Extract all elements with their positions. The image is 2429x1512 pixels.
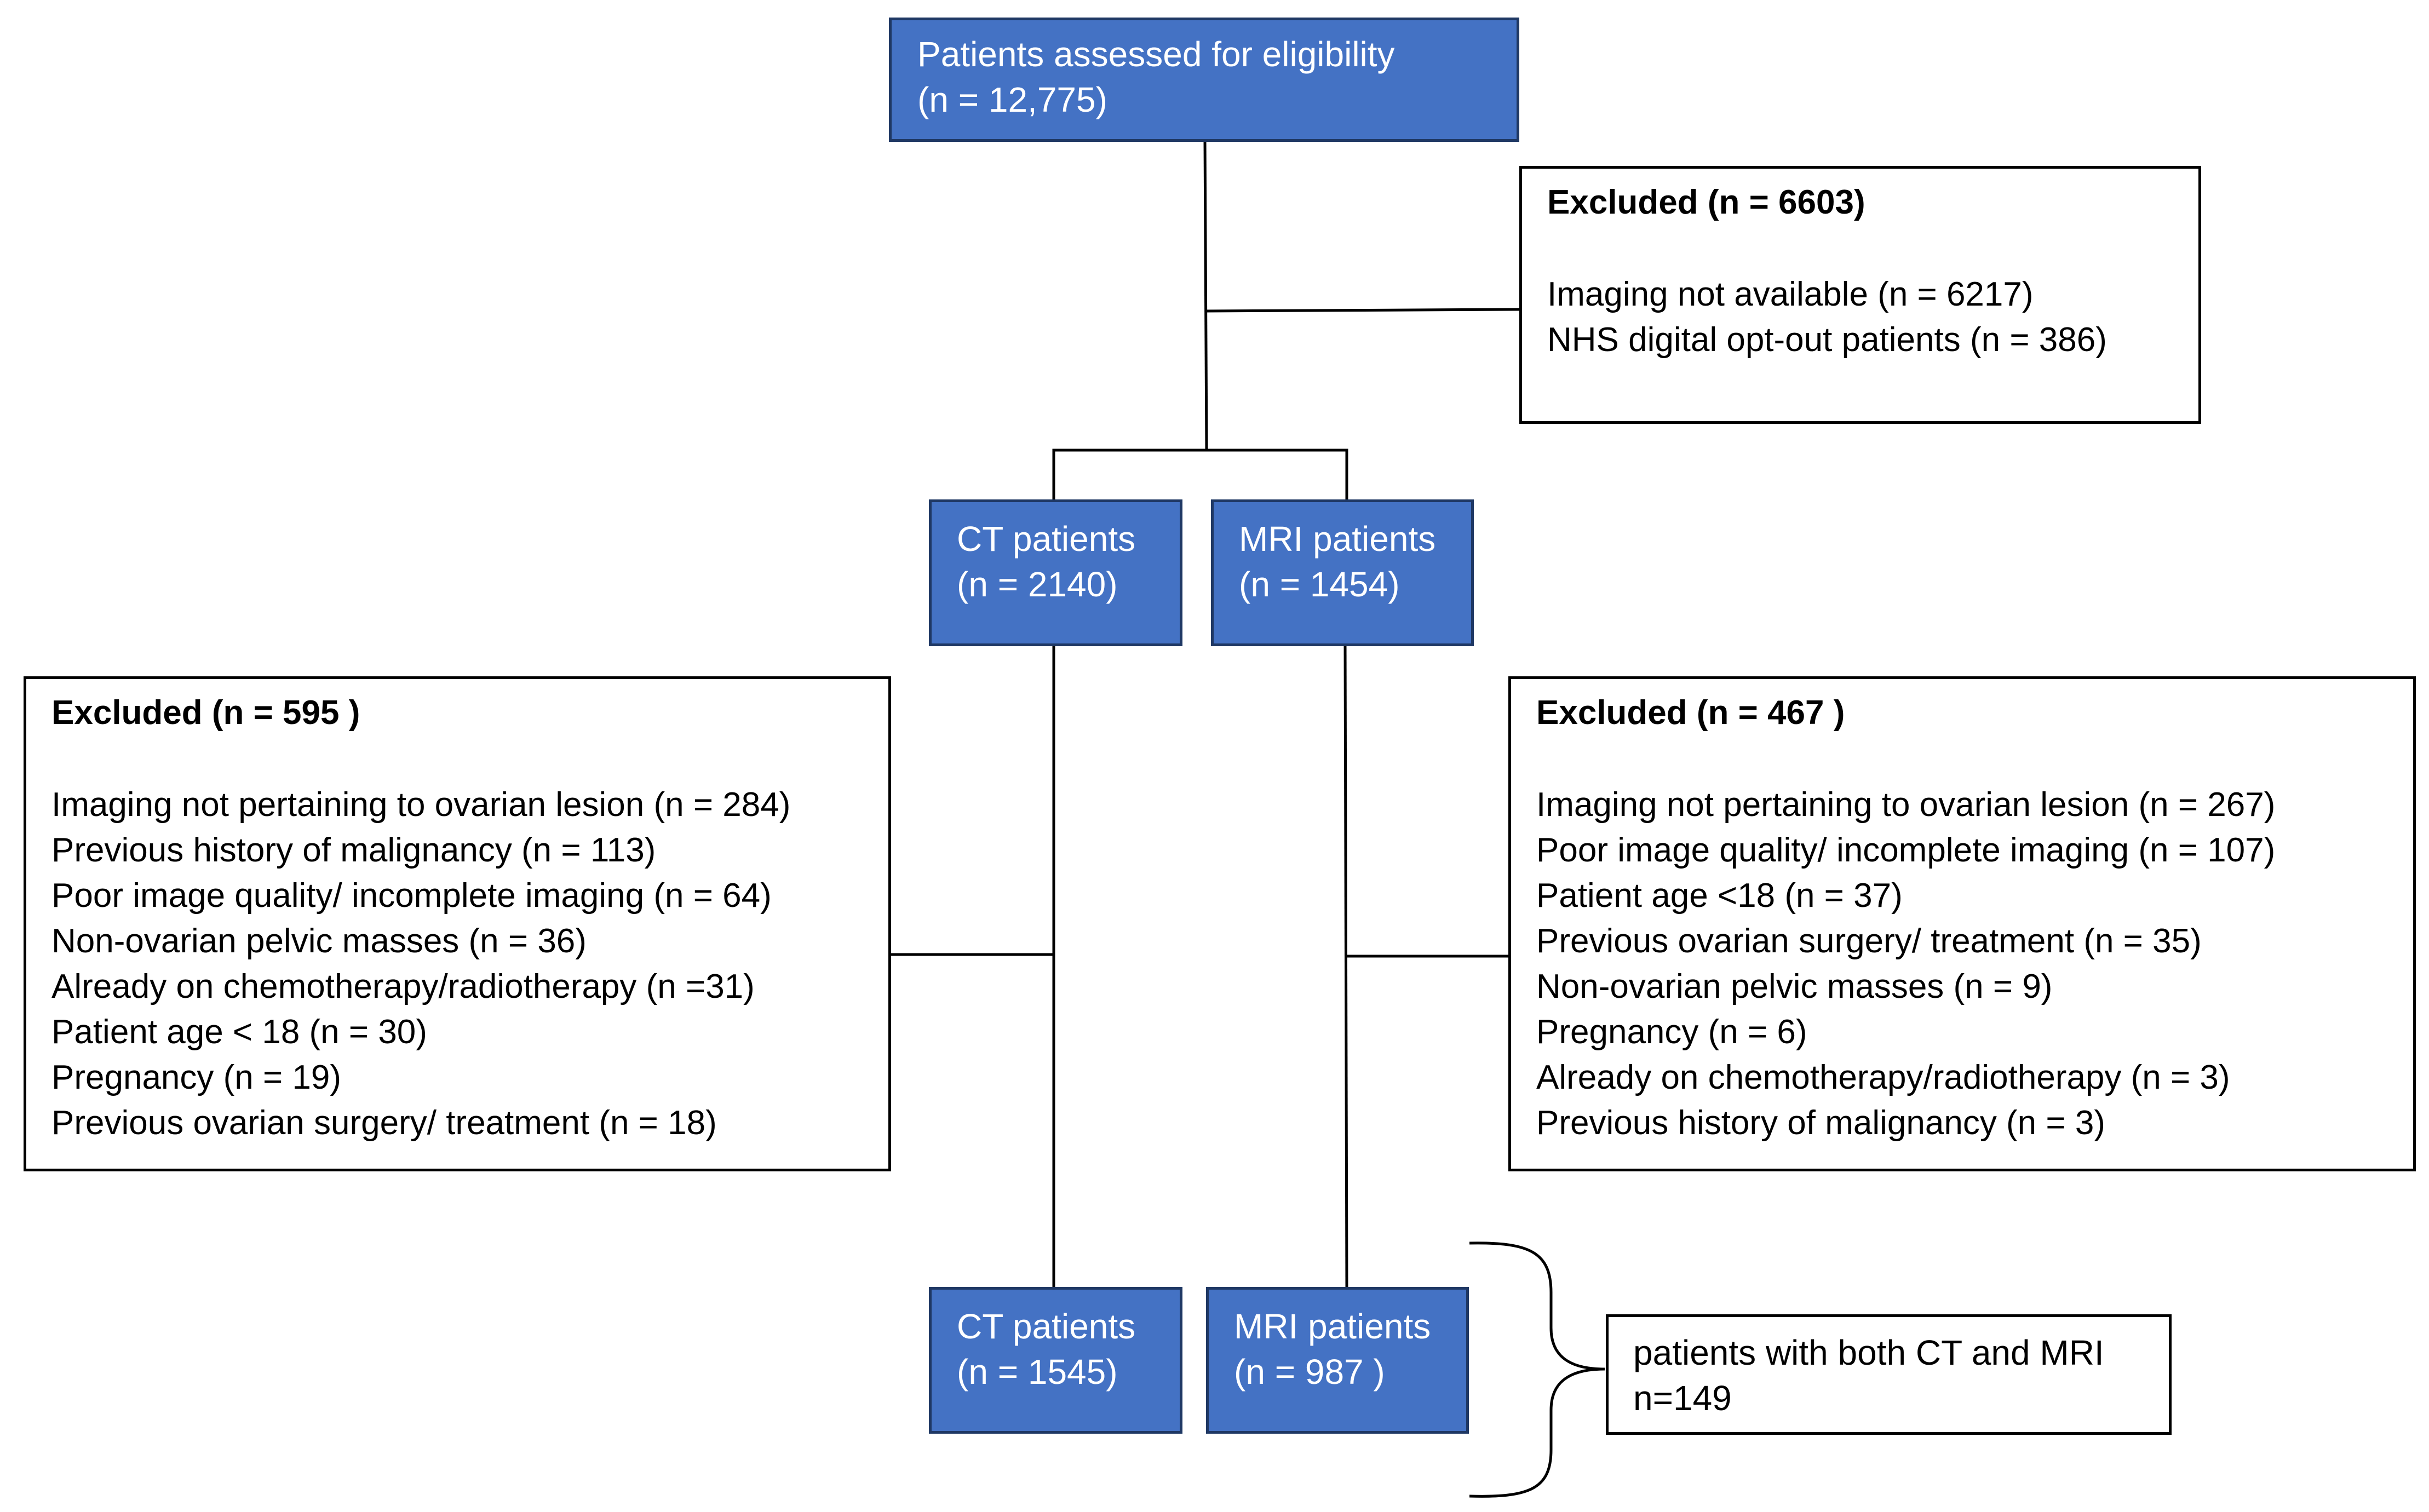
excluded-ct-box: Excluded (n = 595 ) Imaging not pertaini… [24,676,891,1171]
mri-final-label: MRI patients [1234,1307,1431,1346]
excluded-top-item: NHS digital opt-out patients (n = 386) [1547,321,2107,359]
connector-split [1052,449,1348,499]
ct-final-label: CT patients [957,1307,1136,1346]
excluded-mri-item: Previous history of malignancy (n = 3) [1536,1104,2105,1142]
excluded-ct-list: Imaging not pertaining to ovarian lesion… [51,782,863,1146]
assessed-count: (n = 12,775) [917,80,1107,119]
connector-mri-trunk [1343,644,1348,1287]
excluded-top-heading: Excluded (n = 6603) [1547,183,1865,221]
excluded-ct-item: Patient age < 18 (n = 30) [51,1013,427,1051]
mri-initial-label: MRI patients [1239,519,1436,559]
both-count: n=149 [1633,1378,1732,1418]
connector-excluded-top [1204,308,1520,313]
ct-final-count: (n = 1545) [957,1352,1118,1392]
both-label: patients with both CT and MRI [1633,1333,2104,1372]
excluded-mri-item: Already on chemotherapy/radiotherapy (n … [1536,1059,2230,1096]
excluded-top-box: Excluded (n = 6603) Imaging not availabl… [1519,166,2201,424]
ct-initial-label: CT patients [957,519,1136,559]
excluded-ct-item: Pregnancy (n = 19) [51,1059,342,1096]
excluded-mri-item: Non-ovarian pelvic masses (n = 9) [1536,968,2053,1005]
excluded-mri-list: Imaging not pertaining to ovarian lesion… [1536,782,2388,1146]
excluded-top-list: Imaging not available (n = 6217) NHS dig… [1547,272,2173,363]
excluded-mri-item: Patient age <18 (n = 37) [1536,877,1903,915]
ct-initial-count: (n = 2140) [957,565,1118,604]
excluded-ct-item: Previous history of malignancy (n = 113) [51,831,656,869]
excluded-top-item: Imaging not available (n = 6217) [1547,275,2034,313]
excluded-mri-item: Previous ovarian surgery/ treatment (n =… [1536,922,2202,960]
both-modalities-box: patients with both CT and MRI n=149 [1606,1314,2172,1435]
excluded-mri-item: Pregnancy (n = 6) [1536,1013,1807,1051]
connector-top-trunk [1203,139,1208,450]
excluded-ct-item: Previous ovarian surgery/ treatment (n =… [51,1104,717,1142]
excluded-mri-item: Imaging not pertaining to ovarian lesion… [1536,786,2276,824]
assessed-box: Patients assessed for eligibility (n = 1… [889,18,1519,142]
brace [1469,1241,1605,1498]
mri-initial-box: MRI patients (n = 1454) [1211,499,1474,646]
excluded-mri-box: Excluded (n = 467 ) Imaging not pertaini… [1508,676,2416,1171]
mri-final-count: (n = 987 ) [1234,1352,1385,1392]
ct-final-box: CT patients (n = 1545) [929,1287,1182,1434]
excluded-ct-item: Already on chemotherapy/radiotherapy (n … [51,968,755,1005]
excluded-mri-item: Poor image quality/ incomplete imaging (… [1536,831,2276,869]
assessed-label: Patients assessed for eligibility [917,35,1395,74]
excluded-ct-item: Imaging not pertaining to ovarian lesion… [51,786,791,824]
excluded-ct-heading: Excluded (n = 595 ) [51,694,360,732]
excluded-mri-heading: Excluded (n = 467 ) [1536,694,1845,732]
mri-initial-count: (n = 1454) [1239,565,1400,604]
ct-initial-box: CT patients (n = 2140) [929,499,1182,646]
mri-final-box: MRI patients (n = 987 ) [1206,1287,1469,1434]
excluded-ct-item: Non-ovarian pelvic masses (n = 36) [51,922,587,960]
excluded-ct-item: Poor image quality/ incomplete imaging (… [51,877,772,915]
